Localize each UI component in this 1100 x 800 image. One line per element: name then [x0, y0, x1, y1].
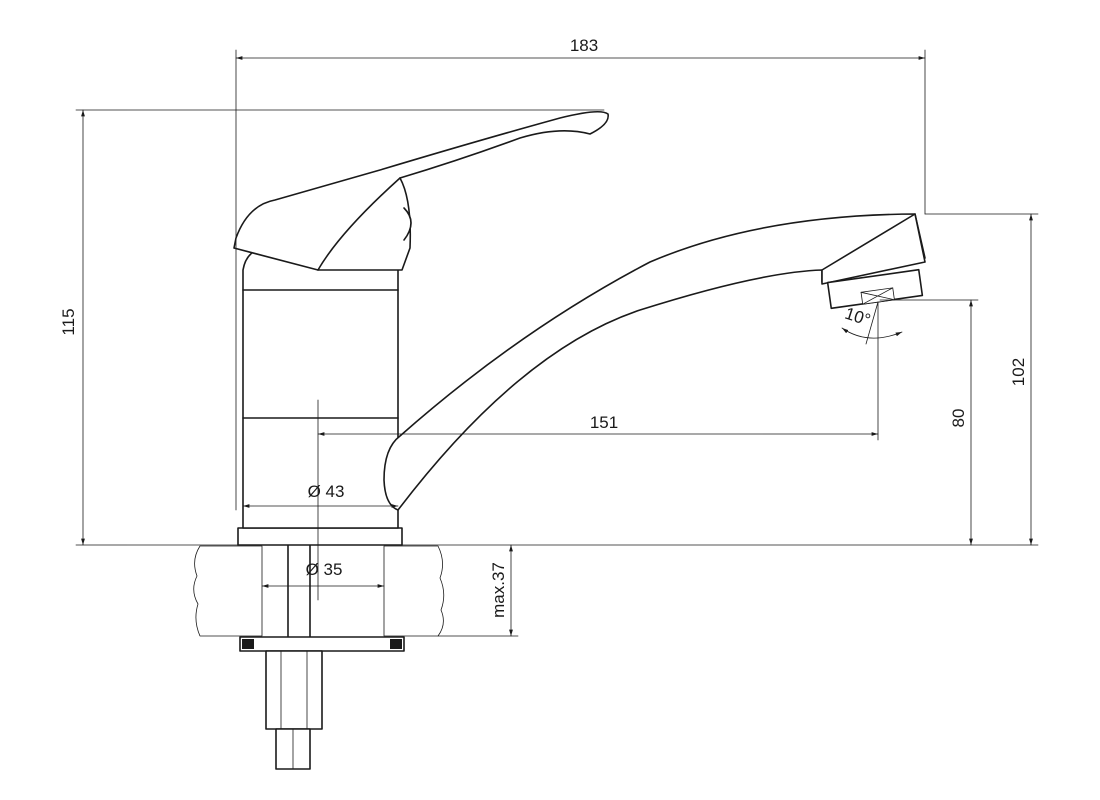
mounting-nut [265, 650, 323, 730]
dimension-overall-width: 183 [235, 36, 926, 511]
dimension-spout-reach-label: 151 [590, 413, 618, 432]
countertop-left-block [193, 545, 263, 637]
dimension-max-thickness: max.37 [437, 544, 519, 637]
countertop-right-block [383, 545, 445, 637]
lever-pivot [403, 207, 412, 241]
lever-inner-curve [317, 177, 401, 271]
faucet-body [237, 247, 403, 546]
mounting-hardware [239, 539, 405, 770]
dimension-aerator-height: 80 [879, 299, 979, 546]
lever-handle [233, 110, 609, 271]
washer-right-gasket [390, 639, 402, 649]
dimension-spout-height-label: 102 [1009, 358, 1028, 386]
mounting-washer [239, 636, 405, 652]
dimension-body-diameter: Ø 43 [242, 482, 399, 508]
dimension-spout-height: 102 [924, 213, 1039, 546]
dimension-spout-reach: 151 [317, 413, 879, 436]
dimension-body-diameter-label: Ø 43 [308, 482, 345, 501]
dimension-overall-height: 115 [59, 109, 605, 546]
dimension-mount-diameter-label: Ø 35 [306, 560, 343, 579]
base-flange [237, 527, 403, 546]
mounting-bolt [287, 539, 311, 651]
dimension-overall-width-label: 183 [570, 36, 598, 55]
dimension-max-thickness-label: max.37 [489, 562, 508, 618]
countertop [193, 545, 445, 637]
dimension-overall-height-label: 115 [59, 308, 78, 335]
dimension-mount-diameter: Ø 35 [261, 560, 385, 588]
dimension-aerator-height-label: 80 [949, 409, 968, 428]
aerator-housing [821, 213, 926, 285]
dimension-aerator-angle: 10° [841, 301, 903, 345]
washer-left-gasket [242, 639, 254, 649]
dimension-aerator-angle-label: 10° [843, 304, 873, 330]
